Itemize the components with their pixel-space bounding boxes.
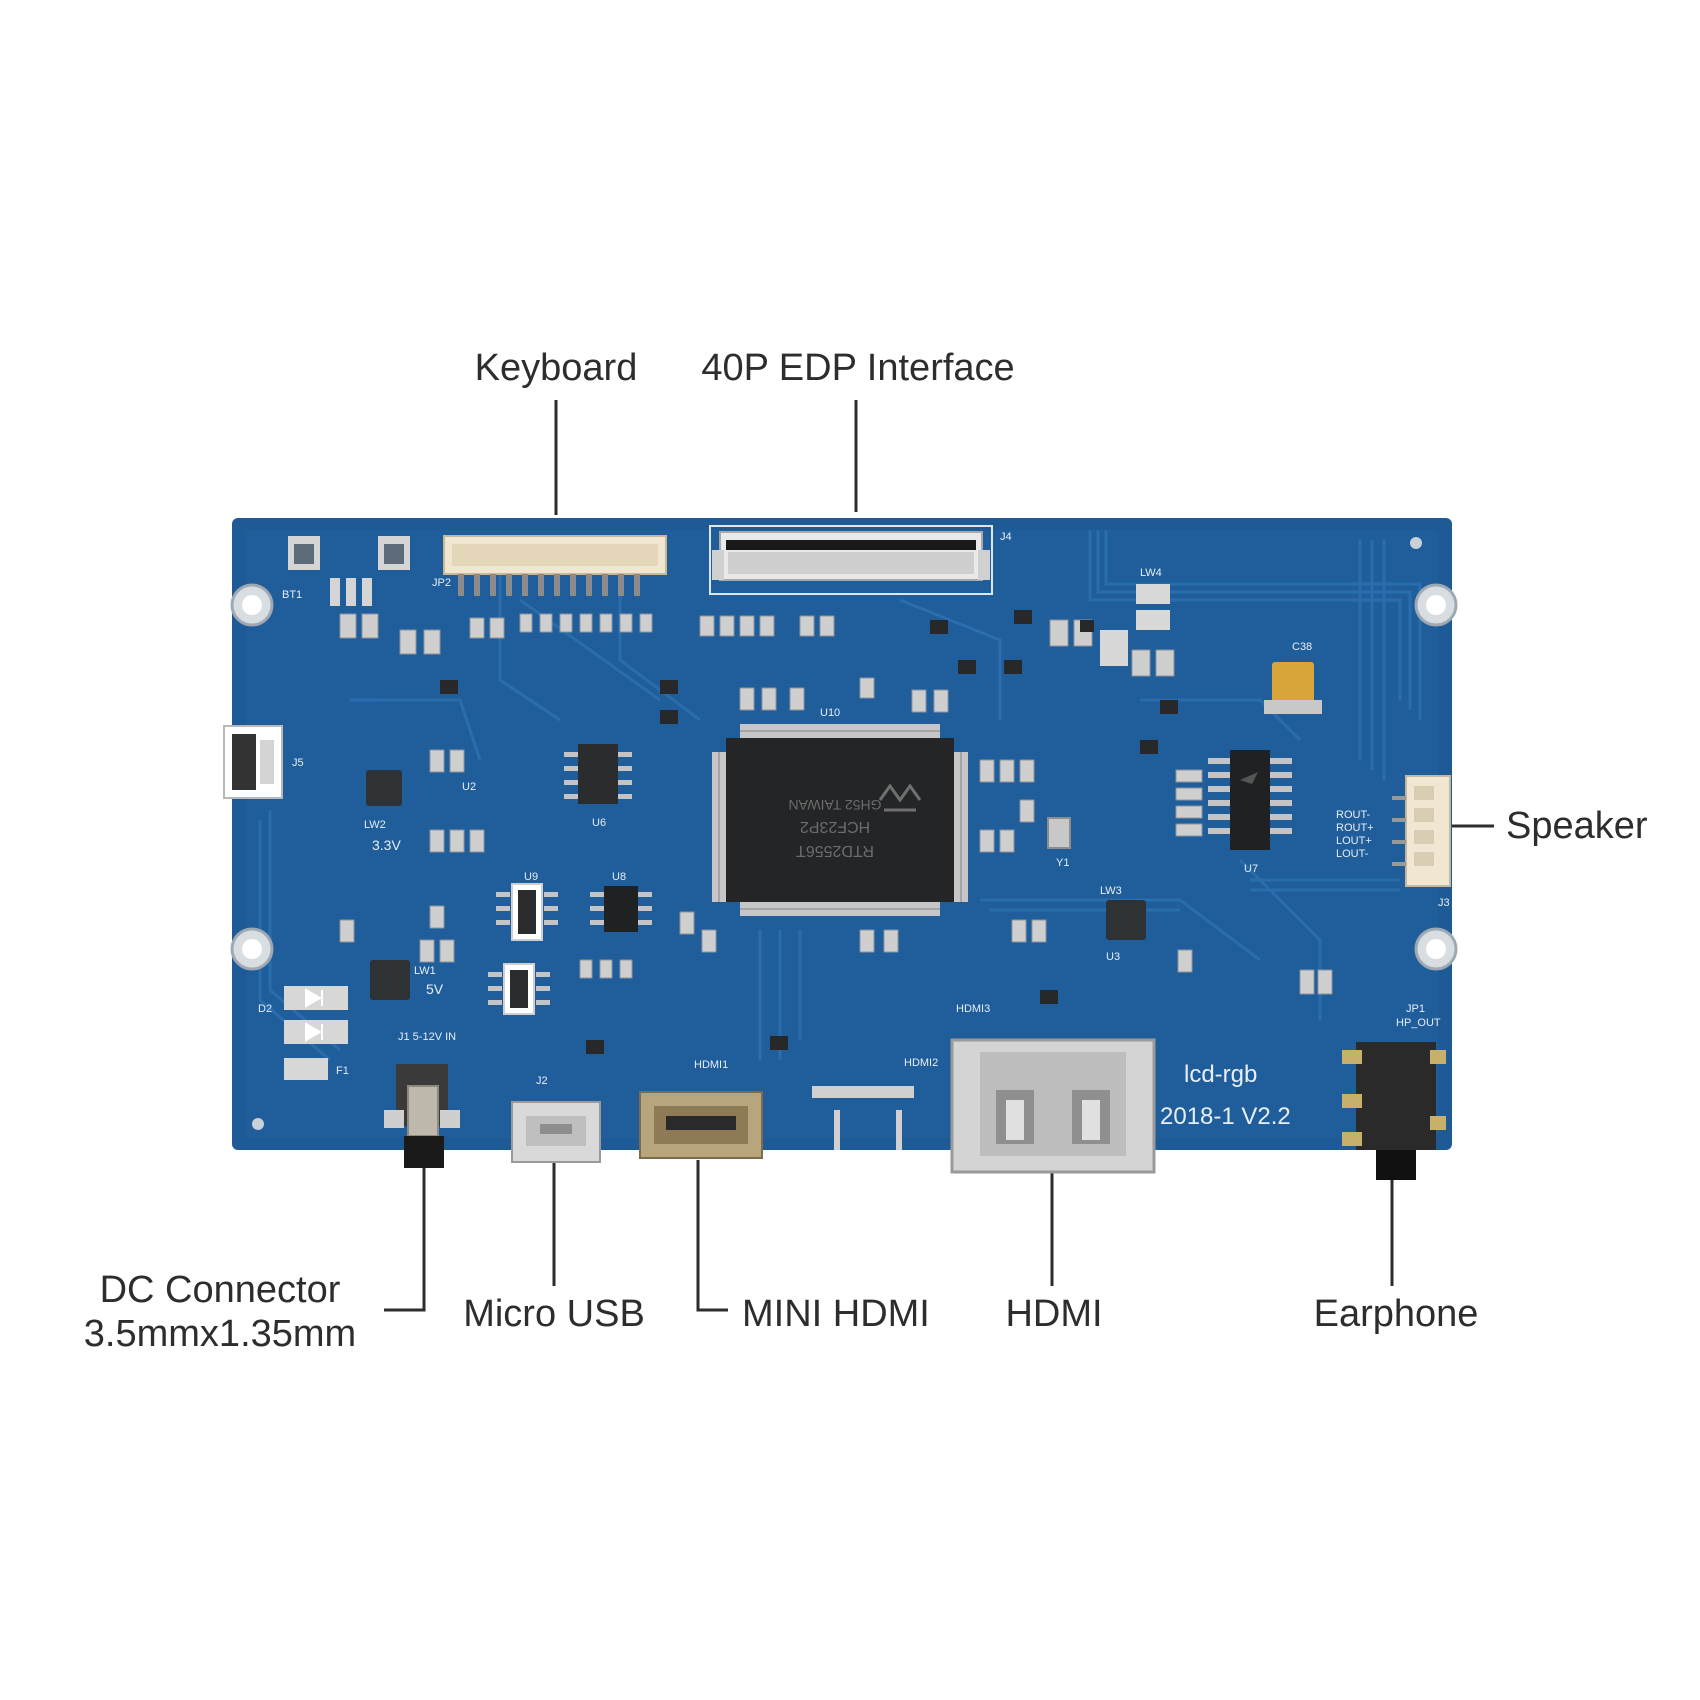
silk-u10: U10: [820, 707, 840, 719]
ic-u8: [590, 886, 652, 932]
battery-pads: [288, 536, 410, 606]
silk-u9: U9: [524, 871, 538, 883]
silk-y1: Y1: [1056, 857, 1069, 869]
crystal-y1: [1047, 817, 1071, 849]
edp-connector: [709, 525, 993, 595]
silk-speaker-pin-3: LOUT+: [1336, 835, 1372, 847]
label-micro-usb: Micro USB: [463, 1293, 645, 1335]
passive-components: [339, 613, 1333, 995]
silk-lw1: LW1: [414, 965, 436, 977]
silk-u8: U8: [612, 871, 626, 883]
leader-mini-hdmi: [696, 1160, 728, 1312]
diodes: [284, 630, 1128, 1080]
silk-5v: 5V: [426, 981, 444, 997]
label-mini-hdmi: MINI HDMI: [742, 1293, 930, 1335]
hdmi2-pads: [812, 1086, 914, 1150]
earphone-jack: [1342, 1042, 1446, 1180]
silk-jp2: JP2: [432, 577, 451, 589]
label-earphone: Earphone: [1313, 1293, 1479, 1335]
leader-dc: [384, 1168, 426, 1312]
silk-j1: J1 5-12V IN: [398, 1031, 456, 1043]
main-chip: GH52 TAIWAN HCF23P2 RTD2556T: [712, 724, 968, 916]
side-fpc-connector: [223, 725, 283, 799]
micro-usb-port: [511, 1101, 601, 1163]
silk-lw4: LW4: [1140, 567, 1162, 579]
pcb-traces: [258, 530, 1422, 1062]
main-chip-line3: GH52 TAIWAN: [788, 797, 881, 813]
silk-lw2: LW2: [364, 819, 386, 831]
silk-speaker-pin-4: LOUT-: [1336, 848, 1369, 860]
inductor-lw4: [1136, 584, 1170, 604]
silk-u7: U7: [1244, 863, 1258, 875]
inductor-lw1: [370, 960, 410, 1000]
silk-lw3: LW3: [1100, 885, 1122, 897]
silk-jp1: JP1: [1406, 1003, 1425, 1015]
silk-u6: U6: [592, 817, 606, 829]
silk-hdmi3: HDMI3: [956, 1003, 990, 1015]
leader-lines: [384, 400, 1494, 1312]
silk-board-version: 2018-1 V2.2: [1160, 1103, 1291, 1130]
silk-hp-out: HP_OUT: [1396, 1017, 1441, 1029]
silk-u3: U3: [1106, 951, 1120, 963]
label-edp-interface: 40P EDP Interface: [701, 347, 1015, 389]
label-speaker: Speaker: [1506, 805, 1648, 847]
label-dc-connector: DC Connector 3.5mmx1.35mm: [80, 1268, 360, 1356]
inductor-lw2: [366, 770, 402, 806]
silk-speaker-pin-1: ROUT-: [1336, 809, 1371, 821]
keyboard-connector-pins: [458, 574, 640, 596]
silk-board-name: lcd-rgb: [1184, 1061, 1257, 1088]
silk-j2: J2: [536, 1075, 548, 1087]
label-hdmi: HDMI: [1005, 1293, 1103, 1335]
ic-u6: [564, 744, 632, 804]
main-chip-line1: RTD2556T: [796, 842, 874, 859]
silk-speaker-pin-2: ROUT+: [1336, 822, 1374, 834]
dc-jack: [384, 1064, 460, 1168]
silk-3v3: 3.3V: [372, 837, 401, 853]
st-logo-icon: [1240, 772, 1258, 784]
pcb-board: GH52 TAIWAN HCF23P2 RTD2556T: [223, 518, 1458, 1180]
silk-f1: F1: [336, 1065, 349, 1077]
main-chip-body: [726, 738, 954, 902]
keyboard-connector: [443, 535, 667, 596]
speaker-connector: [1392, 775, 1451, 887]
silk-j5: J5: [292, 757, 304, 769]
label-keyboard: Keyboard: [474, 347, 638, 389]
silk-j3: J3: [1438, 897, 1450, 909]
inductor-lw3: [1106, 900, 1146, 940]
label-dc-connector-line2: 3.5mmx1.35mm: [83, 1313, 357, 1355]
mounting-holes: [230, 537, 1458, 1130]
silk-u2: U2: [462, 781, 476, 793]
label-dc-connector-line1: DC Connector: [99, 1269, 341, 1311]
inductors: [366, 584, 1170, 1000]
ic-u7-amplifier: [1208, 750, 1292, 850]
main-chip-line2: HCF23P2: [800, 818, 870, 835]
silkscreen: lcd-rgb 2018-1 V2.2 JP2 J4 J3 U6 U10 U7 …: [258, 531, 1450, 1130]
silk-c38: C38: [1292, 641, 1312, 653]
silk-j4: J4: [1000, 531, 1012, 543]
silk-bt1: BT1: [282, 589, 302, 601]
ic-u9: [496, 883, 558, 941]
silk-hdmi2: HDMI2: [904, 1057, 938, 1069]
hdmi-port: [950, 1038, 1156, 1174]
silk-d2: D2: [258, 1003, 272, 1015]
ic-u5: [488, 963, 550, 1015]
realtek-logo-icon: [878, 783, 922, 812]
tantalum-capacitor-c38: [1264, 662, 1322, 714]
mini-hdmi-port: [639, 1091, 763, 1159]
transistors: [440, 610, 1178, 1054]
silk-hdmi1: HDMI1: [694, 1059, 728, 1071]
